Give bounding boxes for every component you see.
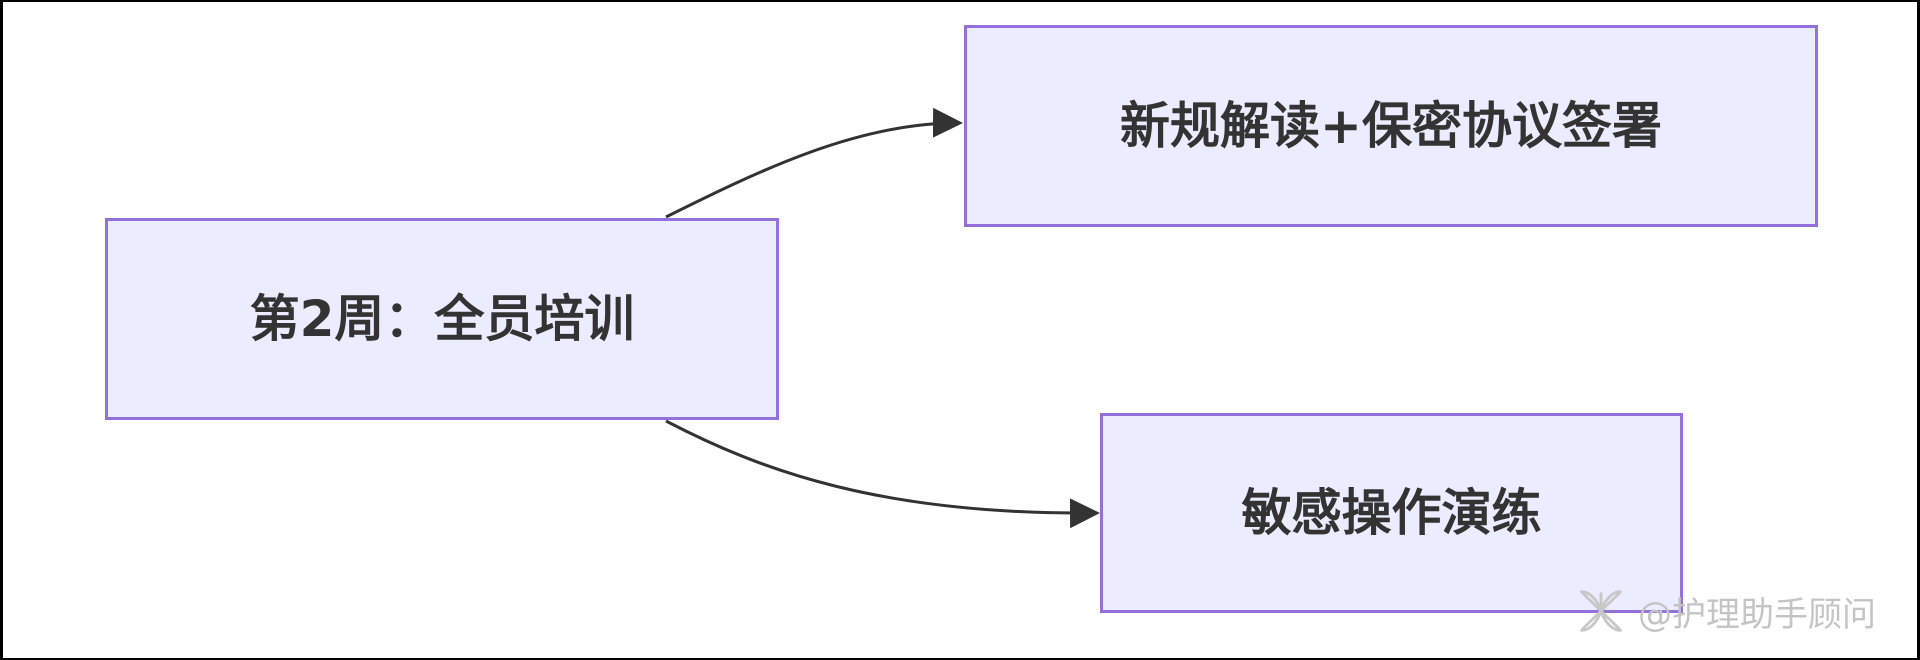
node-sensitive-operation-drill-label: 敏感操作演练 <box>1241 484 1542 542</box>
node-week2-training-label: 第2周：全员培训 <box>249 290 635 348</box>
watermark-text: @护理助手顾问 <box>1638 594 1876 635</box>
watermark: @护理助手顾问 <box>1572 581 1876 641</box>
node-regulation-interpretation: 新规解读+保密协议签署 <box>964 25 1818 227</box>
flower-logo-icon <box>1580 590 1622 632</box>
node-regulation-interpretation-label: 新规解读+保密协议签署 <box>1120 97 1662 155</box>
node-week2-training: 第2周：全员培训 <box>105 218 779 420</box>
node-sensitive-operation-drill: 敏感操作演练 <box>1100 413 1683 613</box>
